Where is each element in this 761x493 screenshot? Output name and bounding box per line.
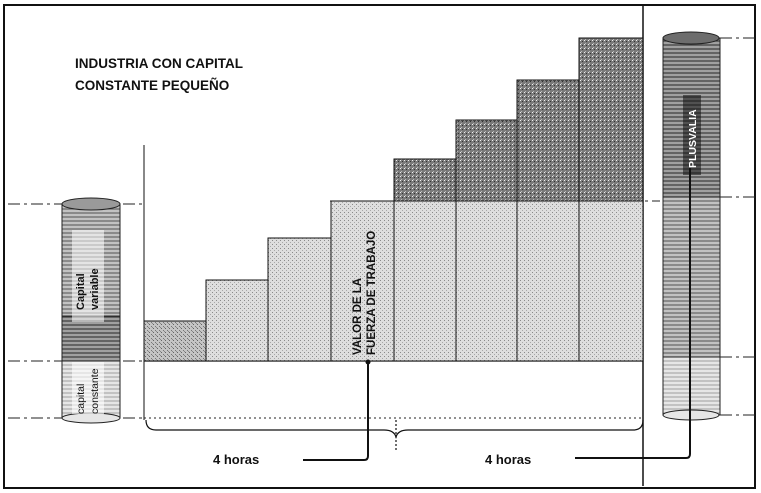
hours-bracket-path <box>145 419 644 440</box>
right-cylinder-wage-section <box>662 196 721 358</box>
labor-value-label-2: FUERZA DE TRABAJO <box>366 231 378 355</box>
hours-brackets <box>145 419 644 452</box>
step-bar-8-surplus <box>578 37 644 202</box>
step-bar-4 <box>330 200 395 362</box>
left-cylinder: Capital variable capital constante <box>61 197 121 424</box>
step-bar-2 <box>205 279 269 362</box>
step-bar-6-base <box>455 200 518 362</box>
hours-label-second: 4 horas <box>485 452 531 467</box>
title-line-1: INDUSTRIA CON CAPITAL <box>75 56 243 71</box>
pointer-line-labor-value <box>303 362 369 461</box>
step-bar-7-base <box>516 200 580 362</box>
title-line-2: CONSTANTE PEQUEÑO <box>75 78 229 93</box>
surplus-value-label: PLUSVALIA <box>687 109 699 168</box>
staircase <box>143 37 644 362</box>
labor-value-label-1: VALOR DE LA <box>352 278 364 355</box>
step-bar-7-surplus <box>516 79 580 202</box>
step-bar-5-surplus <box>393 158 457 202</box>
step-bar-3 <box>267 237 332 362</box>
step-bar-6-surplus <box>455 119 518 202</box>
variable-capital-label-2: variable <box>89 268 101 310</box>
cylinder-dark-band <box>61 315 121 362</box>
constant-capital-label-1: capital <box>75 384 87 414</box>
outer-border <box>3 4 756 489</box>
right-cylinder-constant-section <box>662 356 721 416</box>
variable-capital-label-1: Capital <box>75 273 87 310</box>
pointer-dot-labor <box>365 359 371 365</box>
cylinder-top-cap <box>61 197 121 211</box>
cylinder-variable-label-bg <box>72 230 104 322</box>
pointer-lines <box>303 168 691 461</box>
hours-label-first: 4 horas <box>213 452 259 467</box>
pointer-line-surplus <box>575 168 691 459</box>
step-bar-1 <box>143 320 207 362</box>
cylinder-constant-label-bg <box>72 362 104 414</box>
step-bar-8-base <box>578 200 644 362</box>
right-cylinder: PLUSVALIA <box>662 31 721 421</box>
constant-capital-label-2: constante <box>89 368 101 414</box>
right-cylinder-top-cap <box>662 31 720 45</box>
step-bar-5-base <box>393 200 457 362</box>
surplus-label-bg <box>683 95 701 175</box>
